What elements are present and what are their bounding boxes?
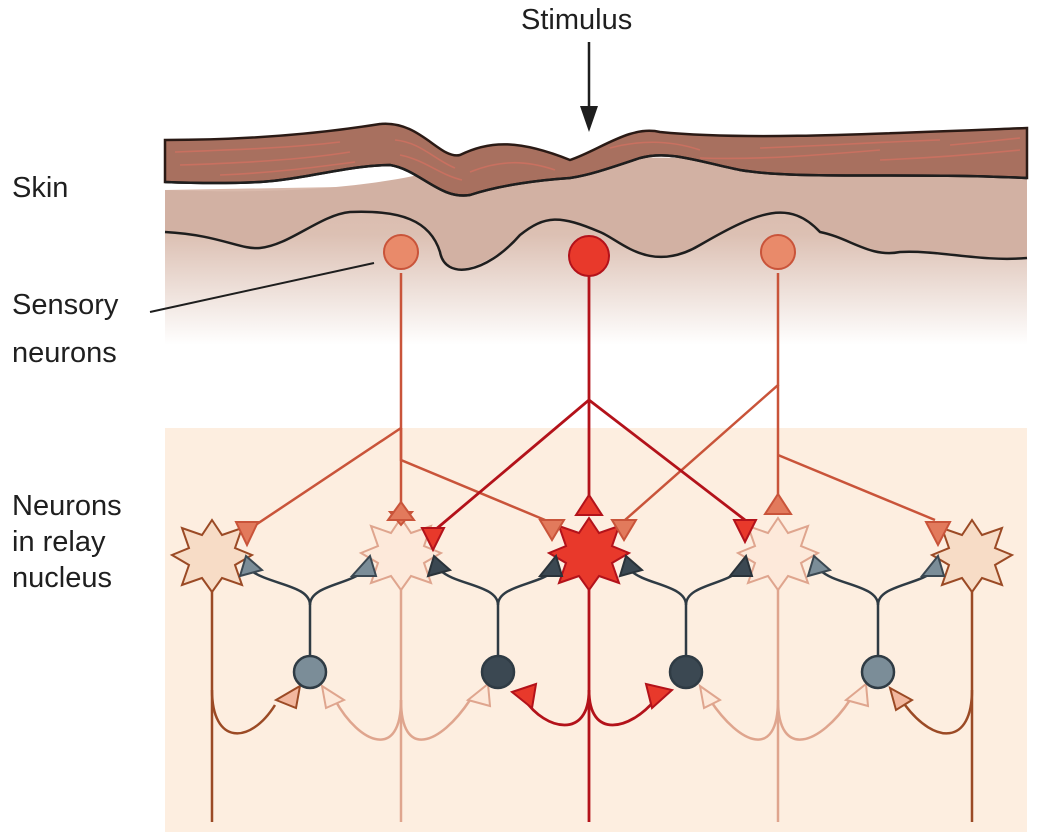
inhibitory-terminals: [238, 553, 946, 578]
sensory-neurons: [383, 234, 796, 277]
relay-neuron-4: [735, 516, 821, 592]
stimulus-arrow-icon: [580, 42, 598, 132]
interneuron-1: [292, 654, 328, 690]
relay-neuron-1: [169, 518, 255, 594]
relay-nucleus-label-line2: in relay: [12, 526, 106, 558]
relay-nucleus-label-line3: nucleus: [12, 562, 112, 594]
relay-neuron-5: [929, 518, 1015, 594]
excitatory-terminals: [234, 492, 952, 553]
sensory-neuron-left: [383, 234, 419, 270]
sensory-neurons-label-line1: Sensory: [12, 289, 119, 321]
relay-neuron-3-active: [546, 516, 632, 592]
inhibitory-interneurons: [292, 654, 896, 690]
stimulus-label: Stimulus: [521, 4, 633, 36]
relay-neuron-2: [358, 516, 444, 592]
epidermis-striations: [174, 137, 1021, 181]
dermis-solid: [165, 157, 1027, 269]
sensory-axons: [247, 273, 936, 532]
sensory-neurons-leader-line: [149, 262, 375, 313]
sensory-neurons-label-line2: neurons: [12, 337, 117, 369]
dermal-papillae-border: [164, 210, 1028, 271]
relay-nucleus-background: [165, 428, 1027, 832]
sensory-neuron-right: [760, 234, 796, 270]
interneuron-3: [668, 654, 704, 690]
sensory-neuron-center-active: [568, 235, 610, 277]
interneuron-2: [480, 654, 516, 690]
skin: [163, 122, 1029, 345]
relay-output-axons: [210, 570, 974, 822]
dermis-top-border: [164, 154, 1028, 197]
skin-label: Skin: [12, 172, 69, 204]
relay-nucleus-label-line1: Neurons: [12, 490, 122, 522]
collateral-terminals: [273, 682, 914, 712]
relay-neurons: [169, 516, 1015, 594]
interneuron-4: [860, 654, 896, 690]
